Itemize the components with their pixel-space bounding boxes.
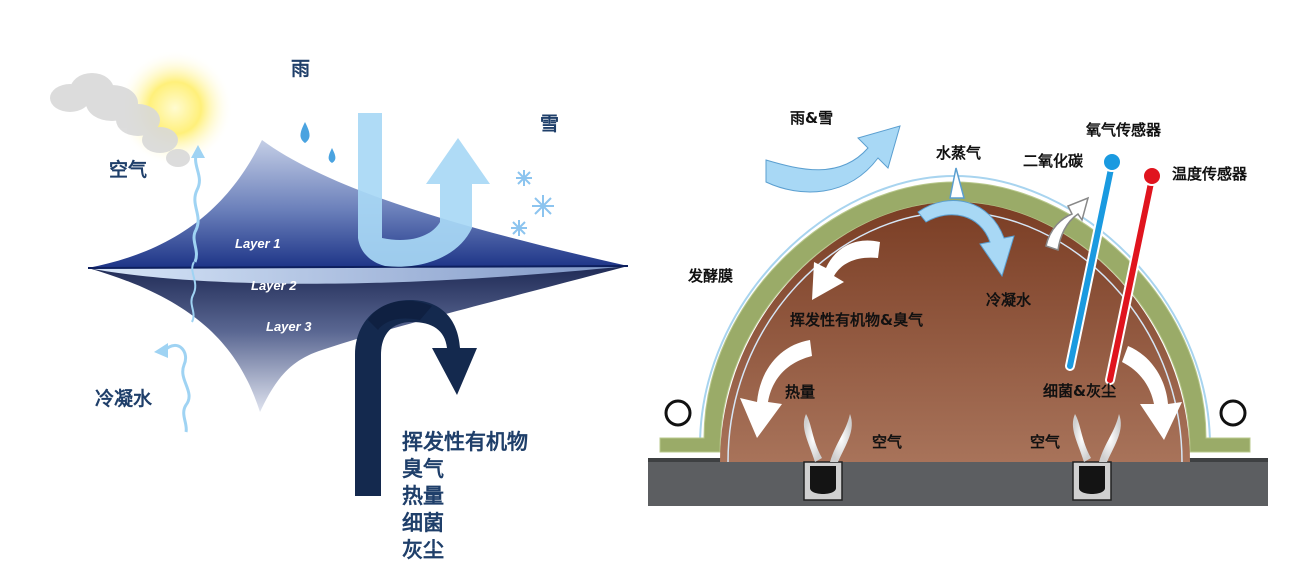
steam-plume-right-icon xyxy=(1072,414,1121,462)
aeration-channel-left xyxy=(803,461,843,501)
bacteria-dust-arrow-icon xyxy=(1122,346,1182,440)
emission-item: 臭气 xyxy=(402,457,444,481)
layer-3-label: Layer 3 xyxy=(266,319,312,334)
aeration-channel-right xyxy=(1072,461,1112,501)
oxygen-sensor-label: 氧气传感器 xyxy=(1086,121,1162,139)
emission-item: 灰尘 xyxy=(402,538,444,562)
emission-arrow-icon xyxy=(355,300,477,496)
oxygen-sensor-icon xyxy=(1065,152,1122,371)
layer-wavy-line xyxy=(190,261,197,323)
voc-odor-arrow-icon xyxy=(812,240,880,300)
layer-2-label: Layer 2 xyxy=(251,278,297,293)
rain-drop-icon xyxy=(300,122,310,143)
condensate-arrow-head-icon xyxy=(154,343,168,358)
vapor-label: 水蒸气 xyxy=(936,144,982,162)
vapor-arrow-icon xyxy=(949,167,965,199)
co2-arrow-icon xyxy=(1045,196,1090,251)
membrane-edge-line xyxy=(87,265,629,269)
membrane-label: 发酵膜 xyxy=(688,267,734,285)
heat-arrow-icon xyxy=(740,340,812,438)
condensate-label: 冷凝水 xyxy=(95,388,153,410)
air-label: 空气 xyxy=(109,159,148,181)
anchor-ring-left-icon xyxy=(664,399,692,427)
fermentation-membrane xyxy=(659,181,1251,453)
heat-label: 热量 xyxy=(785,383,816,401)
ground-slab xyxy=(648,462,1268,506)
bacteria-dust-label: 细菌&灰尘 xyxy=(1043,382,1117,400)
condensate-right-label: 冷凝水 xyxy=(986,291,1032,309)
left-membrane-diagram xyxy=(50,50,629,496)
snowflake-icon xyxy=(511,170,554,236)
temp-sensor-label: 温度传感器 xyxy=(1172,165,1248,183)
layer-1-label: Layer 1 xyxy=(235,236,281,251)
rain-drop-icon xyxy=(328,148,336,163)
condensate-curl-arrow-icon xyxy=(917,200,1015,278)
emissions-list: 挥发性有机物 臭气 热量 细菌 灰尘 xyxy=(402,429,528,564)
air-left-label: 空气 xyxy=(872,433,903,451)
rain-snow-label: 雨&雪 xyxy=(790,109,834,127)
temperature-sensor-icon xyxy=(1105,166,1162,385)
emission-arrow-dark-overlay xyxy=(368,300,432,330)
right-compost-diagram xyxy=(648,125,1268,506)
emission-item: 细菌 xyxy=(402,511,444,535)
rain-arrow-icon xyxy=(358,113,490,267)
air-arrow-head-icon xyxy=(191,145,205,158)
smoke-cloud-icon xyxy=(50,73,190,167)
air-wavy-arrow-icon xyxy=(192,149,201,263)
steam-plume-left-icon xyxy=(803,414,852,462)
rain-snow-arrow-icon xyxy=(765,125,901,193)
layer-2-membrane xyxy=(88,266,628,300)
emission-item: 热量 xyxy=(402,484,444,508)
anchor-ring-right-icon xyxy=(1219,399,1247,427)
voc-odor-label: 挥发性有机物&臭气 xyxy=(790,311,924,329)
rain-label: 雨 xyxy=(291,58,311,80)
emission-item: 挥发性有机物 xyxy=(402,430,528,454)
snow-label: 雪 xyxy=(540,113,560,135)
layer-3-membrane xyxy=(88,266,628,412)
co2-label: 二氧化碳 xyxy=(1023,152,1084,170)
air-right-label: 空气 xyxy=(1030,433,1061,451)
condensate-wavy-arrow-icon xyxy=(163,343,191,433)
